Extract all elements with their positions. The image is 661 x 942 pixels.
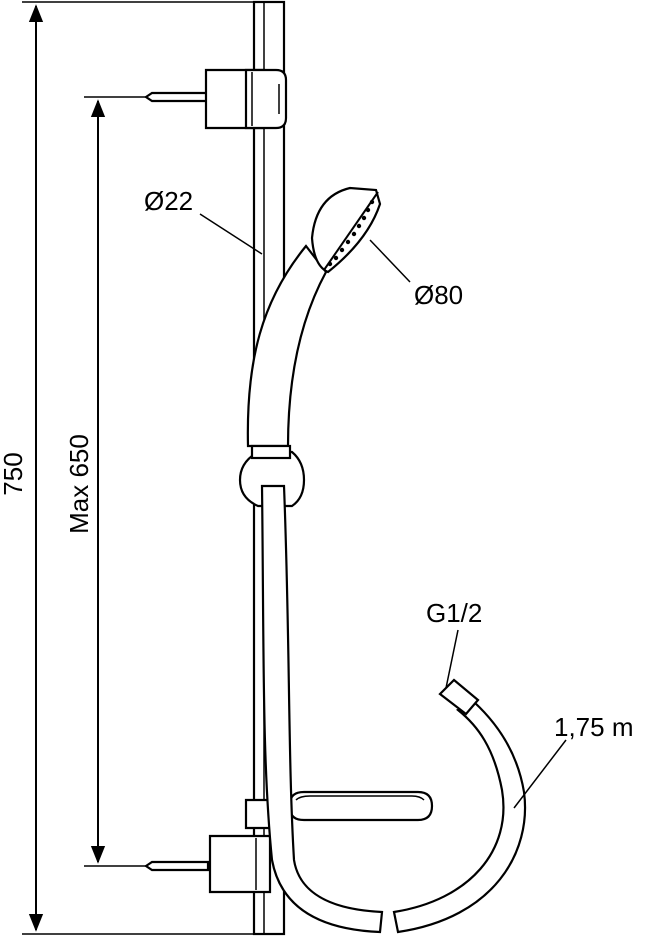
label-head-diameter: Ø80 <box>414 280 463 310</box>
upper-bracket-clamp <box>244 68 288 130</box>
leader-connection <box>445 629 459 689</box>
slider-holder <box>238 444 306 508</box>
label-rail-diameter: Ø22 <box>144 186 193 216</box>
upper-screw <box>144 91 210 103</box>
label-hose-length: 1,75 m <box>554 712 634 742</box>
spray-nozzles <box>327 199 375 267</box>
dim-750-label: 750 <box>0 452 28 495</box>
shower-hose <box>260 484 527 934</box>
slider-body <box>238 450 306 508</box>
label-connection: G1/2 <box>426 598 482 628</box>
hand-shower-face <box>323 191 379 271</box>
soap-dish-rim <box>295 795 425 801</box>
leader-head-diameter <box>369 239 411 283</box>
hose-connector-g12 <box>438 678 480 716</box>
lower-wall-bracket <box>144 834 272 894</box>
upper-wall-bracket <box>144 68 288 130</box>
lower-screw <box>144 860 210 872</box>
dimension-750: 750 <box>0 1 262 935</box>
slider-cap <box>250 444 292 460</box>
dim-650-label: Max 650 <box>64 434 94 534</box>
hand-shower <box>246 186 382 448</box>
hand-shower-head <box>310 186 382 274</box>
hose-from-shower <box>260 484 384 934</box>
dimension-max-650: Max 650 <box>64 96 150 867</box>
leader-rail-diameter <box>199 213 263 255</box>
soap-dish-tray <box>288 790 434 822</box>
lower-bracket-base <box>208 834 272 894</box>
leader-hose-length <box>513 739 567 809</box>
